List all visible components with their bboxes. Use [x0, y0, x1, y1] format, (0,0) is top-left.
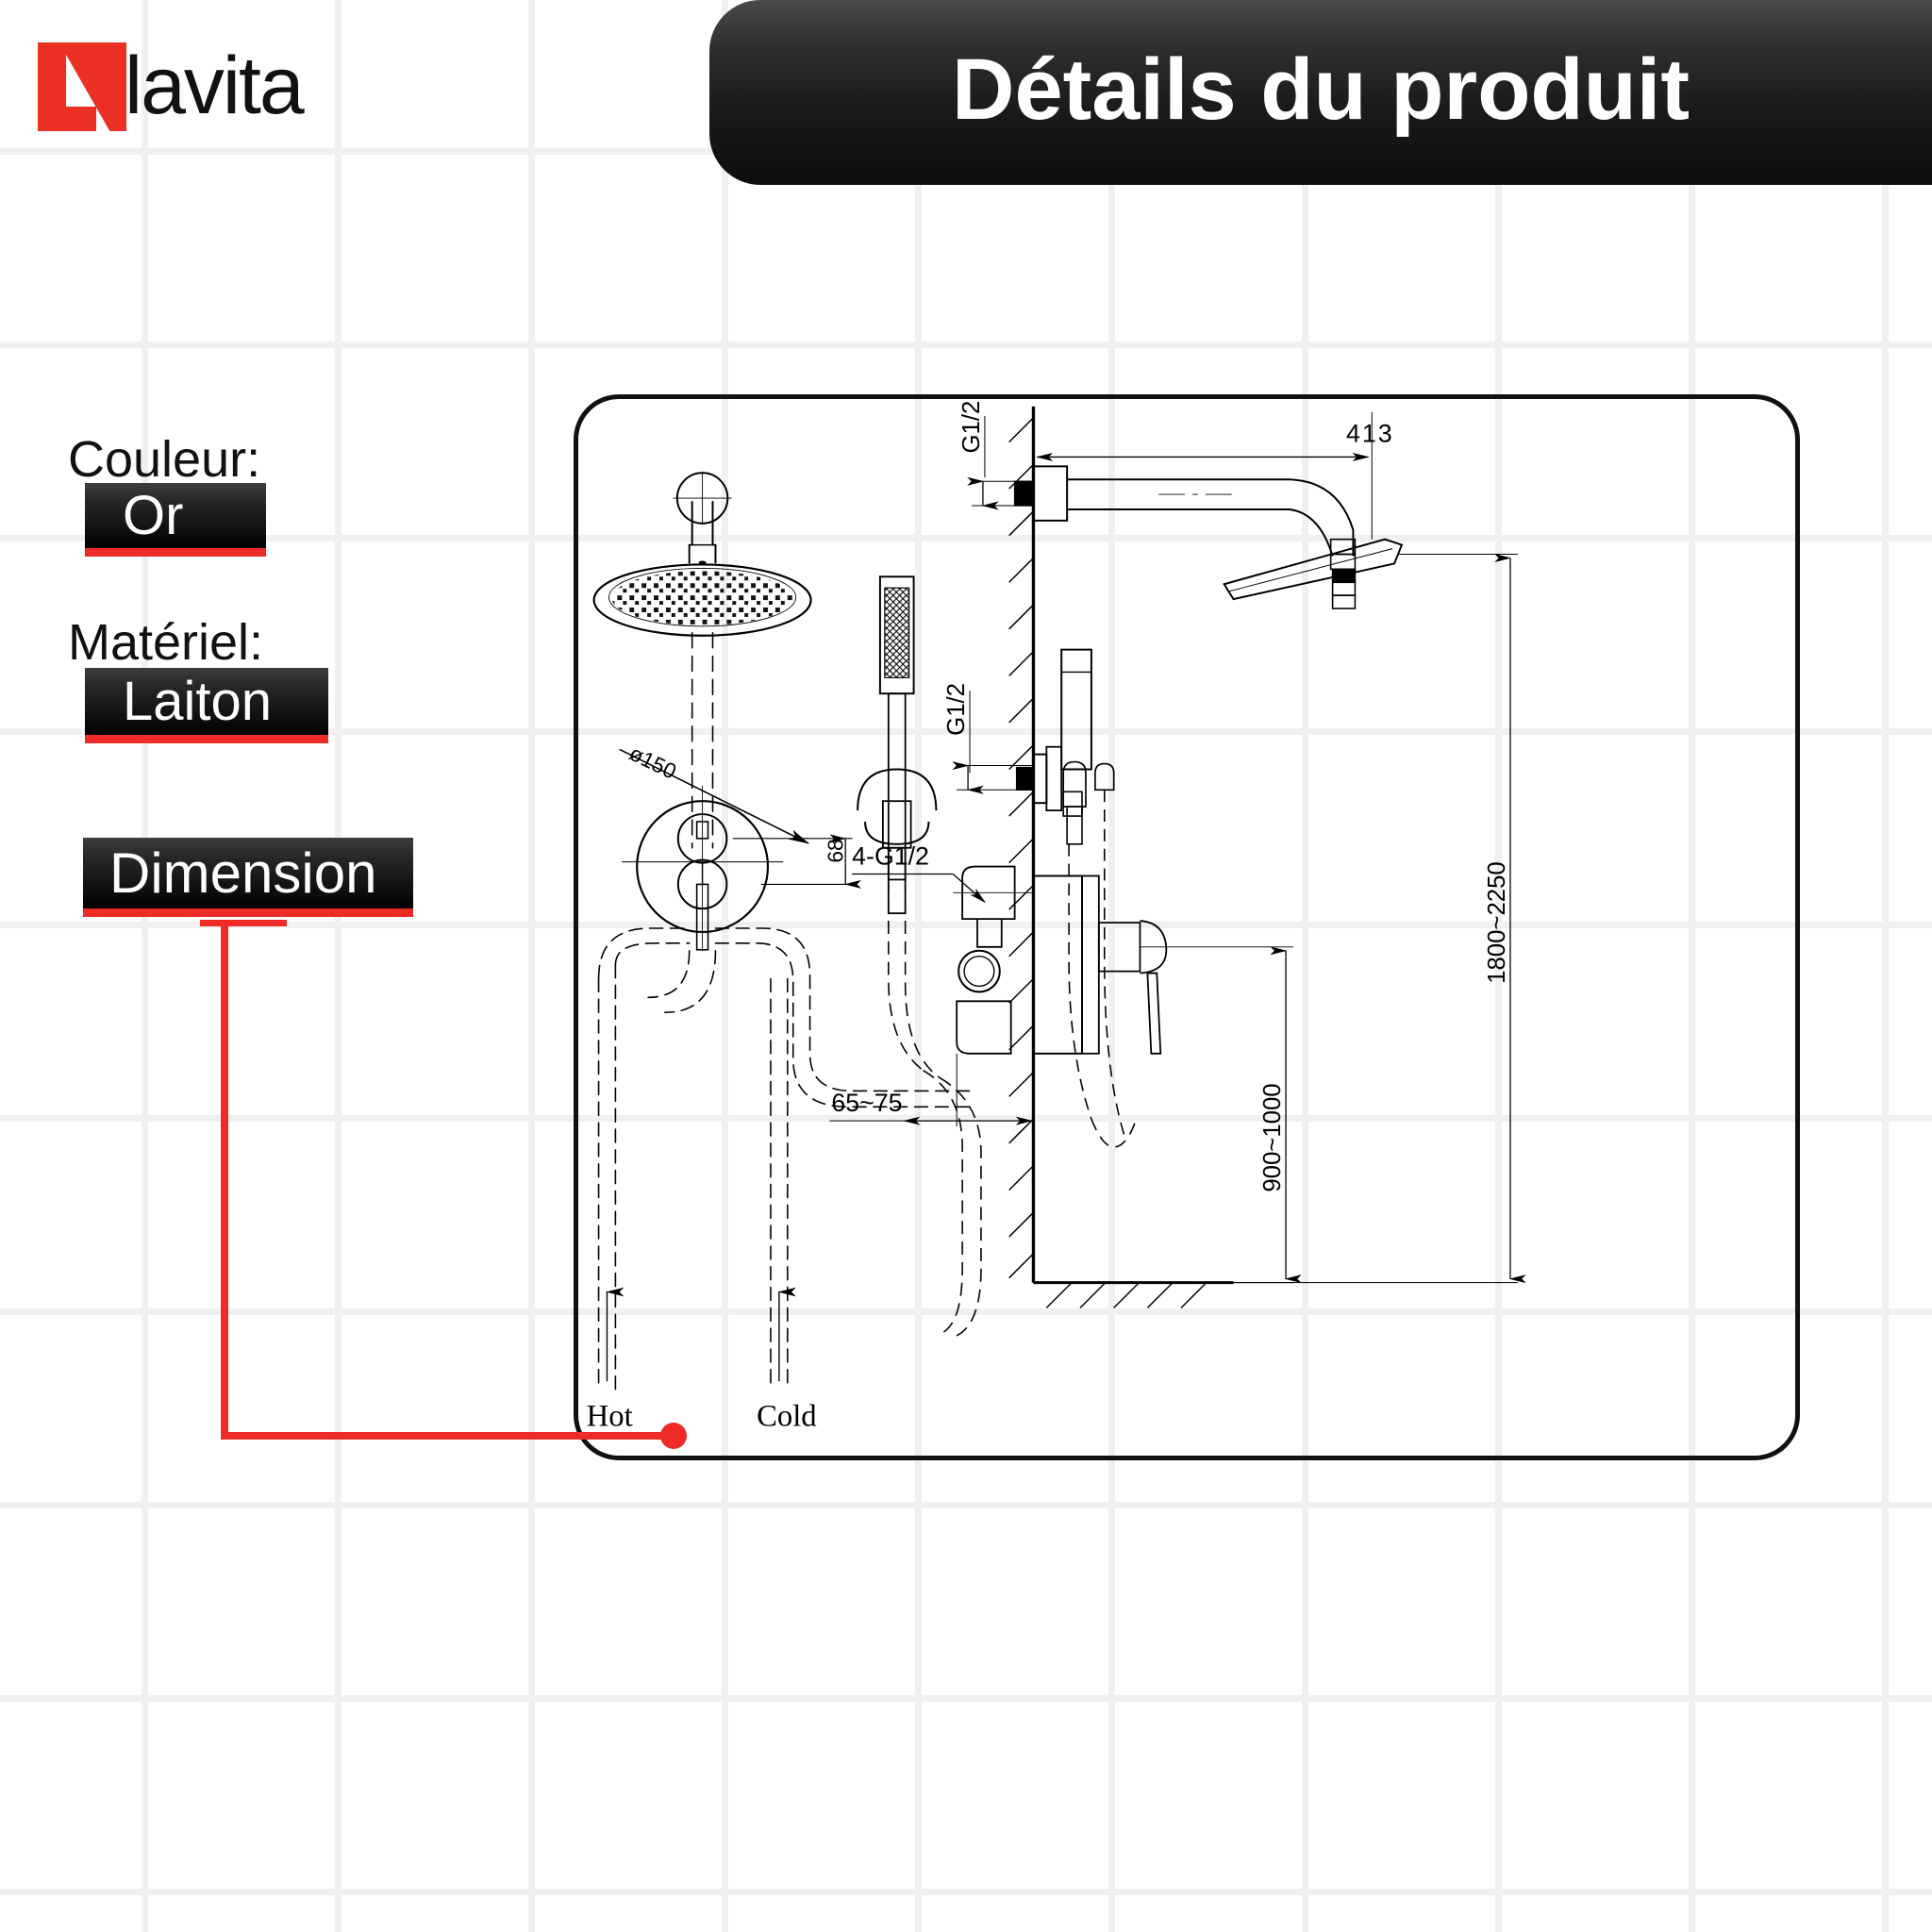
label-cold: Cold [757, 1399, 817, 1433]
technical-drawing-svg: ø150 68 [587, 401, 1526, 1433]
label-wall-depth: 65~75 [831, 1089, 902, 1117]
brand-logo: lavita [38, 41, 305, 132]
pointer-horizontal-line [221, 1432, 675, 1440]
header-banner: Détails du produit [709, 0, 1932, 185]
materiel-label: Matériel: [68, 614, 264, 671]
label-thread-top: G1/2 [958, 401, 985, 454]
label-arm-413: 413 [1346, 420, 1394, 448]
label-offset-68: 68 [823, 839, 847, 862]
couleur-label: Couleur: [68, 431, 261, 488]
materiel-value-chip: Laiton [85, 668, 328, 743]
materiel-value: Laiton [123, 671, 273, 732]
label-thread-valve: 4-G1/2 [852, 842, 929, 871]
label-thread-mid: G1/2 [943, 683, 970, 736]
label-head-height: 1800~2250 [1484, 861, 1510, 984]
label-diameter-150: ø150 [625, 741, 680, 784]
pointer-end-dot [660, 1423, 687, 1449]
page-title: Détails du produit [952, 41, 1690, 138]
label-hot: Hot [587, 1399, 633, 1433]
couleur-value: Or [123, 485, 184, 546]
pointer-cap [200, 920, 287, 926]
dimension-chip: Dimension [83, 838, 413, 917]
couleur-value-chip: Or [85, 483, 266, 557]
pointer-vertical-line [221, 920, 228, 1437]
technical-drawing-panel: ø150 68 [574, 394, 1800, 1460]
lavita-l-mark-icon [38, 42, 126, 131]
brand-wordmark: lavita [125, 41, 305, 132]
dimension-label: Dimension [109, 841, 377, 905]
label-valve-height: 900~1000 [1259, 1083, 1286, 1191]
logo-horizontal-bar [38, 107, 96, 131]
